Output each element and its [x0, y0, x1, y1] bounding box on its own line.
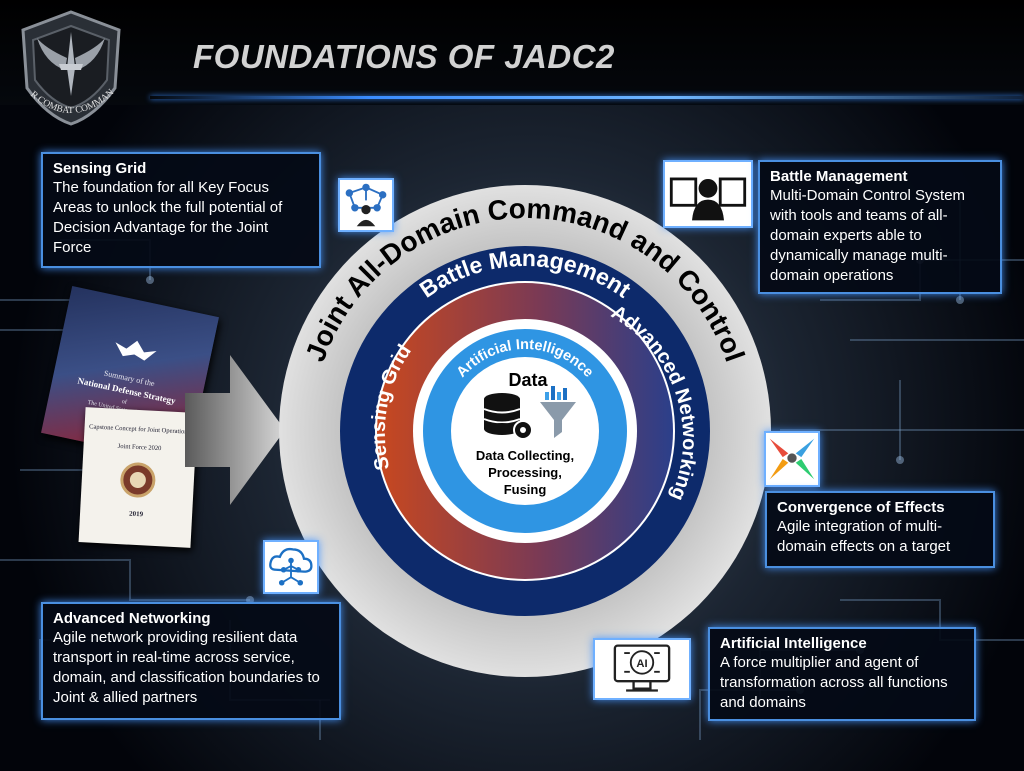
seal-icon	[120, 462, 156, 498]
callout-heading: Artificial Intelligence	[720, 635, 867, 652]
core-line3: Fusing	[504, 482, 547, 497]
callout-advanced-networking: Advanced Networking Agile network provid…	[41, 602, 341, 720]
convergence-icon-box	[764, 431, 820, 487]
ai-monitor-icon: AI	[613, 644, 671, 692]
callout-heading: Convergence of Effects	[777, 499, 945, 516]
callout-battle-management: Battle Management Multi-Domain Control S…	[758, 160, 1002, 294]
callout-text: Multi-Domain Control System with tools a…	[770, 187, 966, 284]
eagle-emblem-icon	[115, 340, 157, 361]
header-divider	[150, 96, 1024, 99]
callout-text: A force multiplier and agent of transfor…	[720, 654, 948, 711]
air-combat-command-logo: AIR COMBAT COMMAND	[15, 8, 121, 126]
callout-text: The foundation for all Key Focus Areas t…	[53, 179, 283, 256]
callout-sensing-grid: Sensing Grid The foundation for all Key …	[41, 152, 321, 268]
core-line1: Data Collecting,	[476, 448, 574, 463]
header-bar	[0, 0, 1024, 105]
svg-text:AI: AI	[636, 658, 647, 670]
capstone-document: Capstone Concept for Joint Operations: J…	[78, 407, 198, 548]
ai-icon-box: AI	[593, 638, 691, 700]
core-title: Data	[508, 370, 548, 390]
core-line2: Processing,	[488, 465, 562, 480]
network-person-icon	[345, 183, 387, 227]
nds-document: Summary of the National Defense Strategy…	[41, 286, 219, 464]
callout-text: Agile integration of multi-domain effect…	[777, 518, 951, 555]
callout-text: Agile network providing resilient data t…	[53, 629, 320, 706]
callout-convergence-of-effects: Convergence of Effects Agile integration…	[765, 491, 995, 568]
callout-artificial-intelligence: Artificial Intelligence A force multipli…	[708, 627, 976, 721]
cloud-network-icon	[269, 547, 313, 586]
callout-heading: Sensing Grid	[53, 160, 147, 177]
callout-heading: Advanced Networking	[53, 610, 211, 627]
arrow-right-icon	[185, 355, 285, 505]
callout-heading: Battle Management	[770, 168, 908, 185]
sensing-icon-box	[338, 178, 394, 232]
database-gear-icon	[483, 393, 533, 440]
converging-arrows-icon	[769, 438, 815, 480]
battle-icon-box	[663, 160, 753, 228]
page-title: FOUNDATIONS OF JADC2	[193, 38, 615, 75]
operator-screens-icon	[669, 177, 747, 221]
networking-icon-box	[263, 540, 319, 594]
data-funnel-icon	[540, 386, 576, 438]
